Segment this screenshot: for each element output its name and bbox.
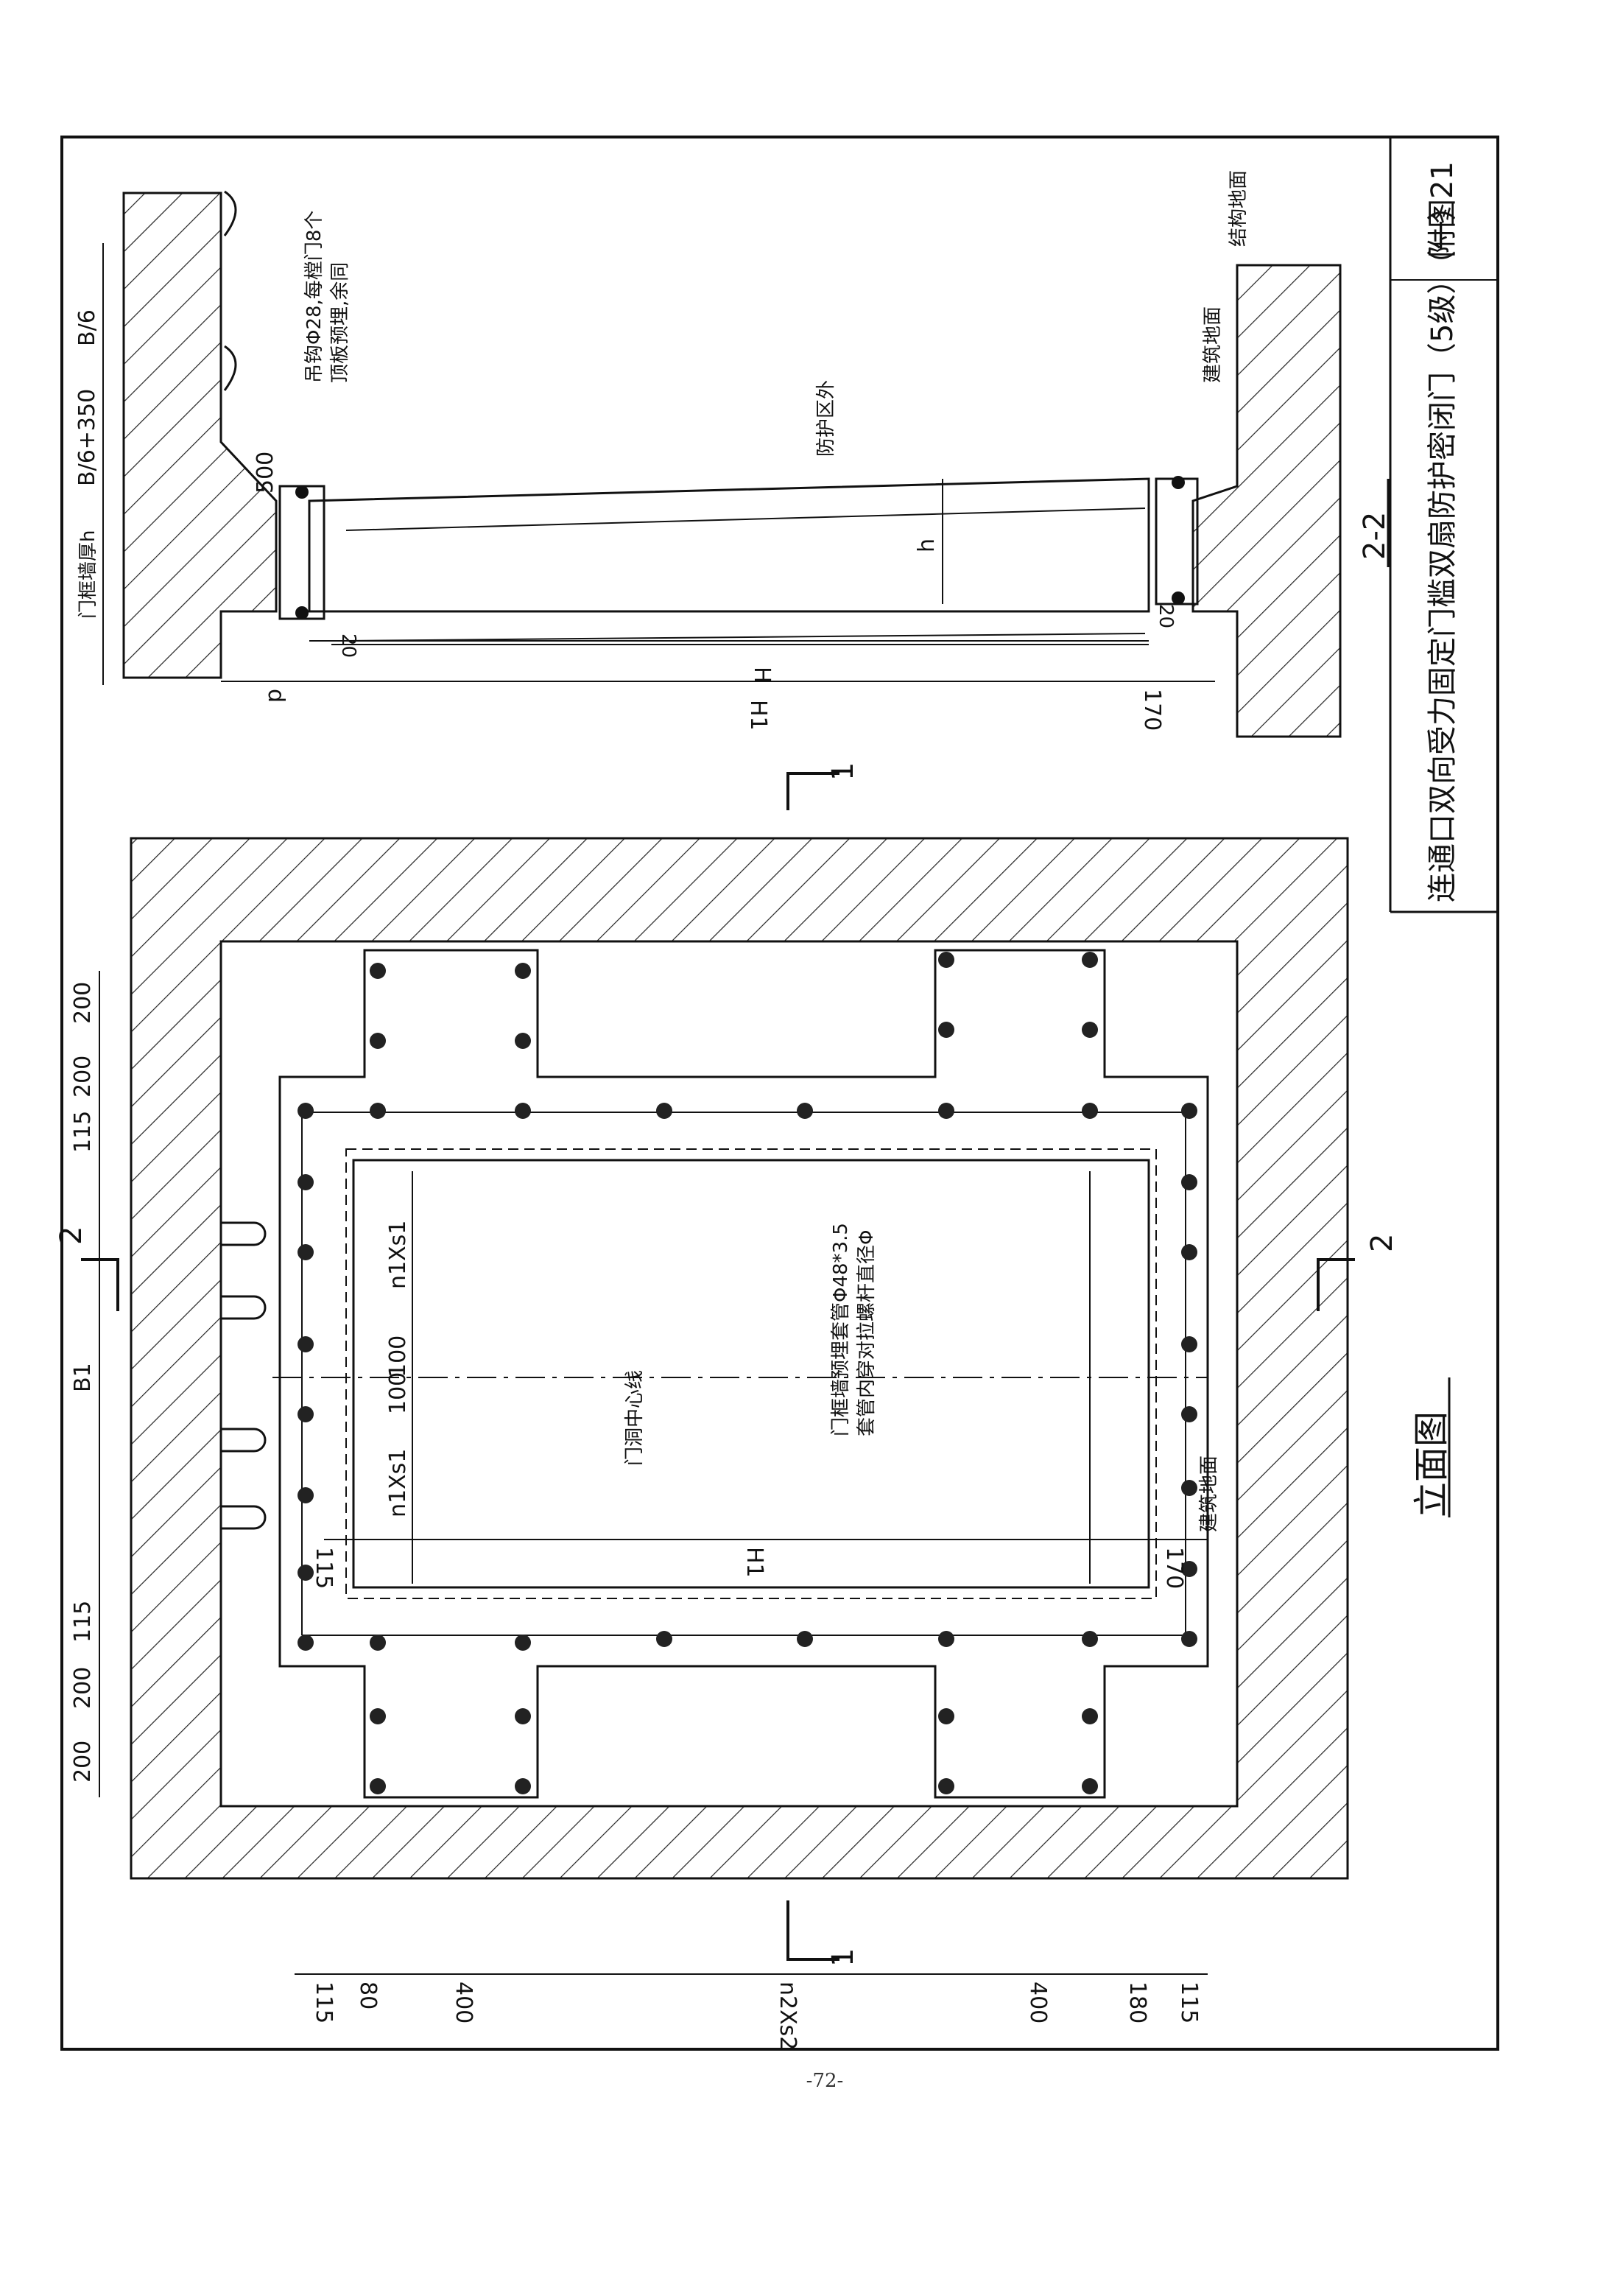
dim-20-left: 20 xyxy=(337,633,359,658)
drawing-title: 连通口双向受力固定门槛双扇防护密闭门（5级）（一） xyxy=(1426,192,1460,902)
label-pipe-note-2: 套管内穿对拉螺杆直径Φ xyxy=(856,1230,878,1436)
section-right-concrete xyxy=(1191,264,1342,738)
dim-20-right: 20 xyxy=(1155,604,1177,628)
label-hoist-ring: 吊钩Φ28,每樘门8个 xyxy=(303,211,325,383)
dim-bottom-5: 400 xyxy=(451,1981,476,2023)
cut-label-2-right: 2 xyxy=(1365,1234,1399,1252)
title-block: 连通口双向受力固定门槛双扇防护密闭门（5级）（一） 附图21 xyxy=(1389,137,1499,913)
dim-top-5: 115 xyxy=(70,1601,96,1643)
dim-top-6: 200 xyxy=(70,1667,96,1709)
label-protect-outside: 防护区外 xyxy=(815,380,837,457)
label-floor-elev: 建筑地面 xyxy=(1198,1456,1220,1532)
dim-d: d xyxy=(263,689,289,703)
dim-115-inner: 115 xyxy=(311,1547,337,1589)
cut-marker-2-right xyxy=(1317,1258,1355,1311)
hoist-ring-b xyxy=(221,1295,267,1320)
dim-100-left: 100 xyxy=(385,1335,411,1377)
dim-bottom-7: 115 xyxy=(311,1981,337,2023)
dim-top-3: 115 xyxy=(70,1111,96,1153)
dim-h-small: h xyxy=(914,538,940,552)
dim-100-left-b: 100 xyxy=(385,1372,411,1414)
hoist-ring-2 xyxy=(223,345,237,391)
figure-number: 附图21 xyxy=(1426,161,1460,258)
hoist-ring-c xyxy=(221,1428,267,1453)
dim-bottom-4: n2Xs2 xyxy=(775,1981,800,2050)
hoist-ring-1 xyxy=(223,190,237,236)
cut-marker-1-top xyxy=(786,772,839,810)
dim-top-2: 200 xyxy=(70,1056,96,1098)
sheet-border xyxy=(60,136,1499,2051)
dim-500: 500 xyxy=(253,452,278,494)
dim-n1xs1-left-b: n1Xs1 xyxy=(385,1449,411,1517)
dim-H1-inner: H1 xyxy=(742,1547,767,1578)
dim-H1: H1 xyxy=(745,700,771,731)
cut-marker-1-bottom xyxy=(786,1900,839,1961)
door-leaf xyxy=(308,477,1150,613)
dim-top-7: 200 xyxy=(70,1741,96,1783)
hoist-ring-a xyxy=(221,1221,267,1246)
door-opening xyxy=(352,1159,1150,1589)
bottom-dims: 115 180 400 n2Xs2 400 80 115 xyxy=(311,1981,1202,2050)
anchor-bolts xyxy=(298,952,1197,1794)
elevation-view: 200 200 115 B1 115 200 200 115 180 400 n… xyxy=(54,762,1452,2051)
dim-b6-350: B/6+350 xyxy=(74,389,100,486)
dim-n1xs1-left-a: n1Xs1 xyxy=(385,1221,411,1289)
dim-bottom-3: 400 xyxy=(1025,1981,1051,2023)
hinge-right xyxy=(1155,477,1199,605)
dim-bottom-6: 80 xyxy=(355,1981,381,2009)
label-floor-finish: 结构地面 xyxy=(1228,170,1250,247)
inner-dims: n1Xs1 100 100 n1Xs1 115 H1 170 xyxy=(311,1171,1208,1589)
hinge-left xyxy=(278,485,325,620)
cut-label-2-left: 2 xyxy=(54,1226,88,1245)
elevation-wall xyxy=(130,837,1349,1880)
page-number: -72- xyxy=(806,2070,844,2092)
dim-170-inner: 170 xyxy=(1161,1547,1187,1589)
dim-wall-thickness: 门框墙厚h xyxy=(77,530,99,619)
cut-label-1-bottom: 1 xyxy=(826,1948,860,1967)
elevation-caption: 立面图 xyxy=(1411,1411,1452,1517)
dim-bottom-1: 115 xyxy=(1176,1981,1202,2023)
section-left-concrete xyxy=(122,192,278,679)
dim-top-1: 200 xyxy=(70,982,96,1024)
label-center-line: 门洞中心线 xyxy=(624,1370,646,1466)
dim-170: 170 xyxy=(1139,689,1165,731)
dim-bottom-2: 180 xyxy=(1124,1981,1150,2023)
label-hoist-ring-note: 顶板预埋,余同 xyxy=(329,262,351,383)
hoist-ring-d xyxy=(221,1505,267,1530)
section-2-2: B/6 B/6+350 门框墙厚h 500 h H H1 170 d 20 20… xyxy=(74,170,1392,738)
section-caption: 2-2 xyxy=(1358,512,1392,560)
label-pipe-note: 门框墙预埋套管Φ48*3.5 xyxy=(830,1223,852,1436)
dim-top-4: B1 xyxy=(70,1363,96,1392)
cut-marker-2-left xyxy=(81,1258,119,1311)
top-dims: 200 200 115 B1 115 200 200 xyxy=(70,982,96,1783)
door-frame-outline xyxy=(278,949,1209,1799)
dim-H: H xyxy=(749,667,775,684)
dim-b6: B/6 xyxy=(74,309,100,346)
door-opening-dashed xyxy=(345,1148,1157,1599)
cut-label-1-top: 1 xyxy=(826,762,860,781)
label-floor: 建筑地面 xyxy=(1202,306,1224,383)
